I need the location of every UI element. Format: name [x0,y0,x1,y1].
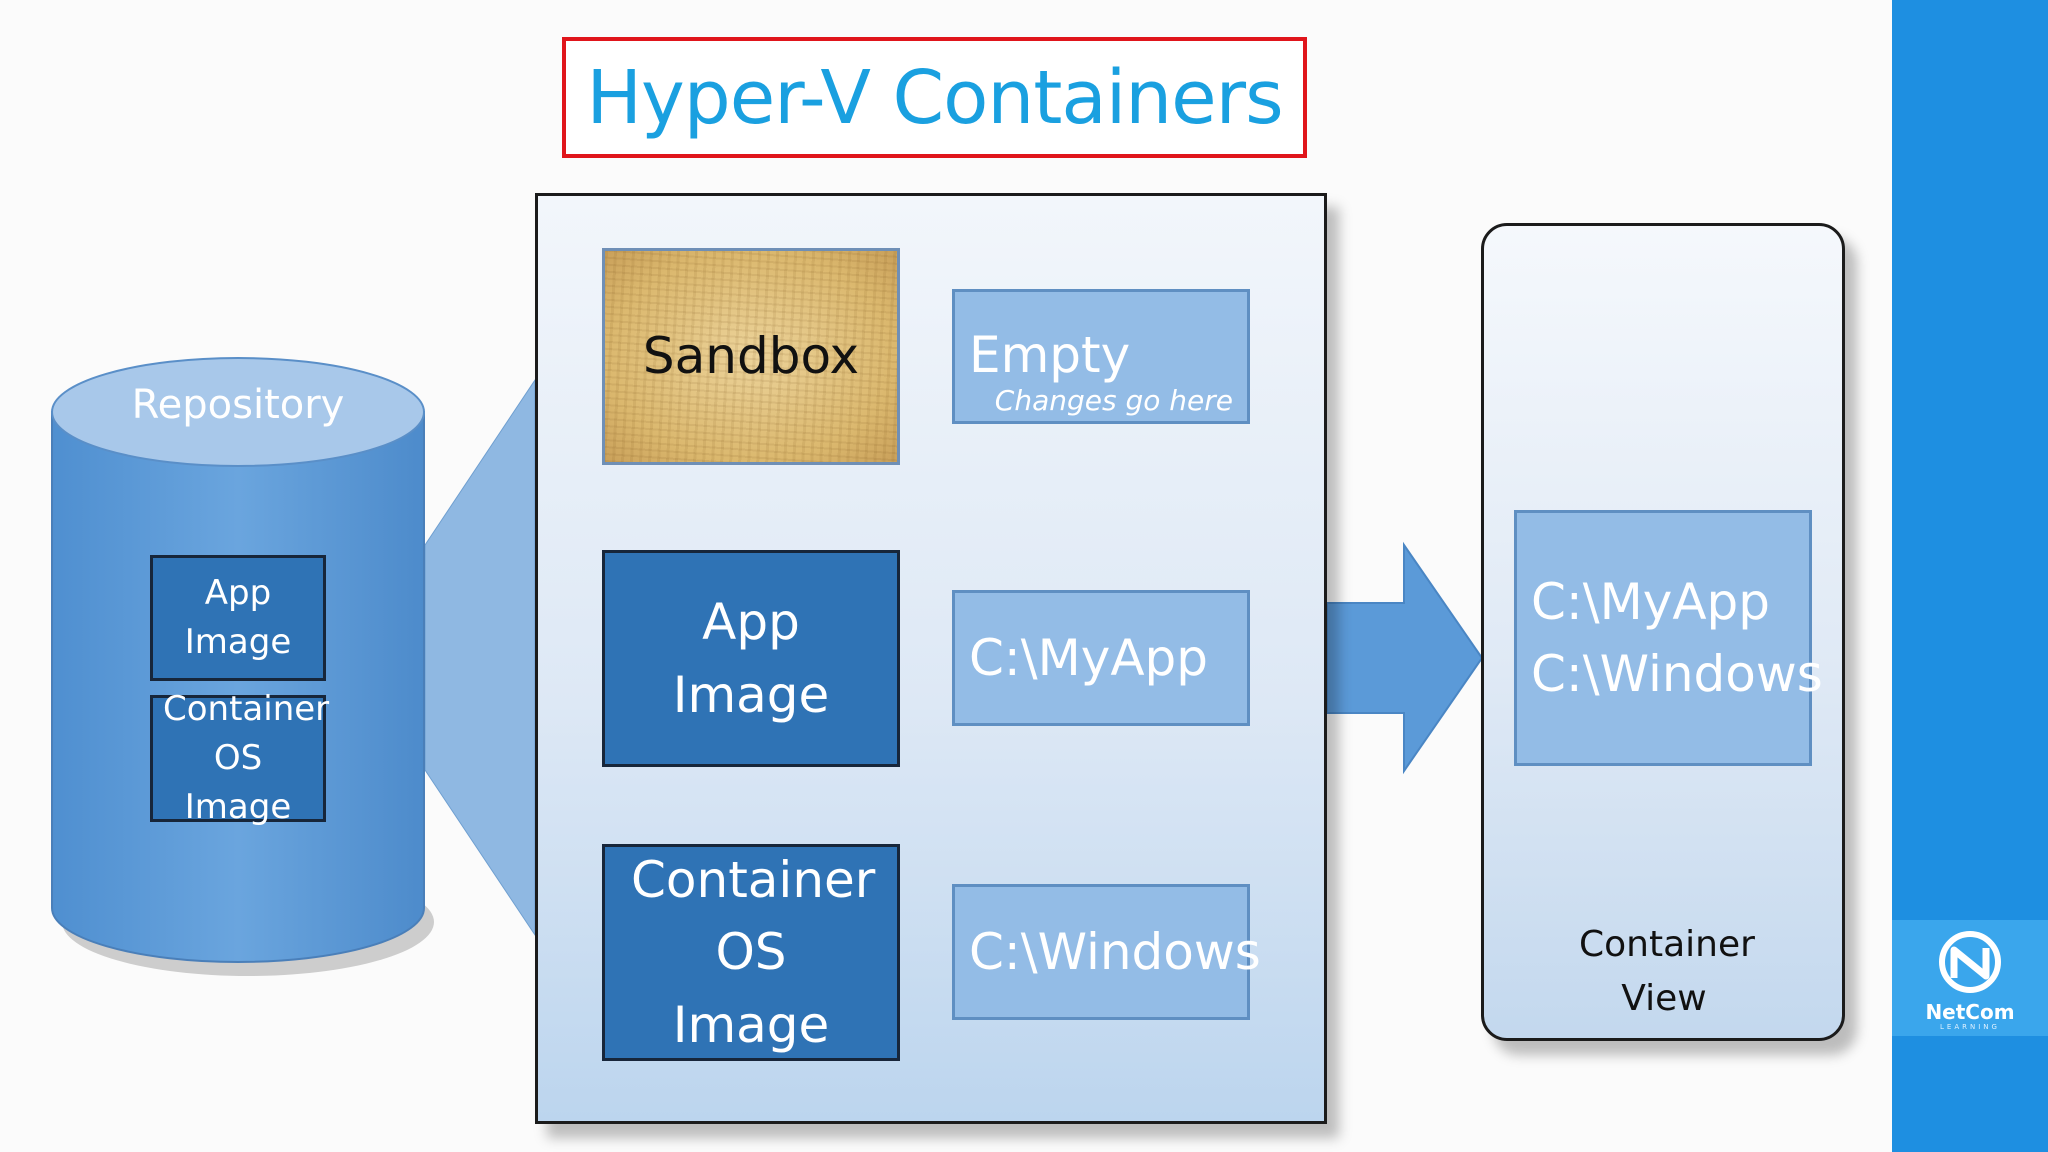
os-image-layer: Container OS Image [602,844,900,1061]
merged-path-windows: C:\Windows [1531,645,1823,703]
netcom-logo-icon [1939,931,2001,993]
title-box: Hyper-V Containers [562,37,1307,158]
brand-tagline: LEARNING [1940,1023,2000,1031]
sandbox-path-box: Empty Changes go here [952,289,1250,424]
sandbox-note: Changes go here [994,384,1233,417]
diagram-title: Hyper-V Containers [586,54,1283,141]
repository-label: Repository [131,382,345,428]
flow-arrow [1326,541,1484,775]
repo-container-os-image: Container OS Image [150,689,329,827]
app-image-layer: App Image [602,550,900,767]
sandbox-layer: Sandbox [602,248,900,465]
repo-app-image-label: App Image [184,572,292,662]
os-path: C:\Windows [969,922,1261,981]
sandbox-path: Empty [969,326,1131,384]
repo-container-os-image-label: Container OS Image [163,688,330,828]
os-path-box: C:\Windows [952,884,1261,1020]
container-view-label-wrap: Container View [1544,912,1784,1032]
app-path-box: C:\MyApp [952,590,1250,726]
sandbox-label: Sandbox [642,327,860,386]
merged-paths-box: C:\MyApp C:\Windows [1514,510,1823,766]
repo-app-image: App Image [150,555,326,681]
repository-label-wrap: Repository [52,375,424,435]
app-image-label: App Image [672,593,830,724]
repository-connector [424,378,536,937]
app-path: C:\MyApp [969,628,1209,687]
netcom-logo: NetCom LEARNING [1892,920,2048,1036]
os-image-label: Container OS Image [631,850,876,1054]
repository-cylinder [51,411,425,963]
brand-name: NetCom [1925,1000,2015,1024]
merged-path-myapp: C:\MyApp [1531,572,1771,631]
repository-cylinder-top [51,357,425,467]
container-view-label: Container View [1579,924,1755,1019]
